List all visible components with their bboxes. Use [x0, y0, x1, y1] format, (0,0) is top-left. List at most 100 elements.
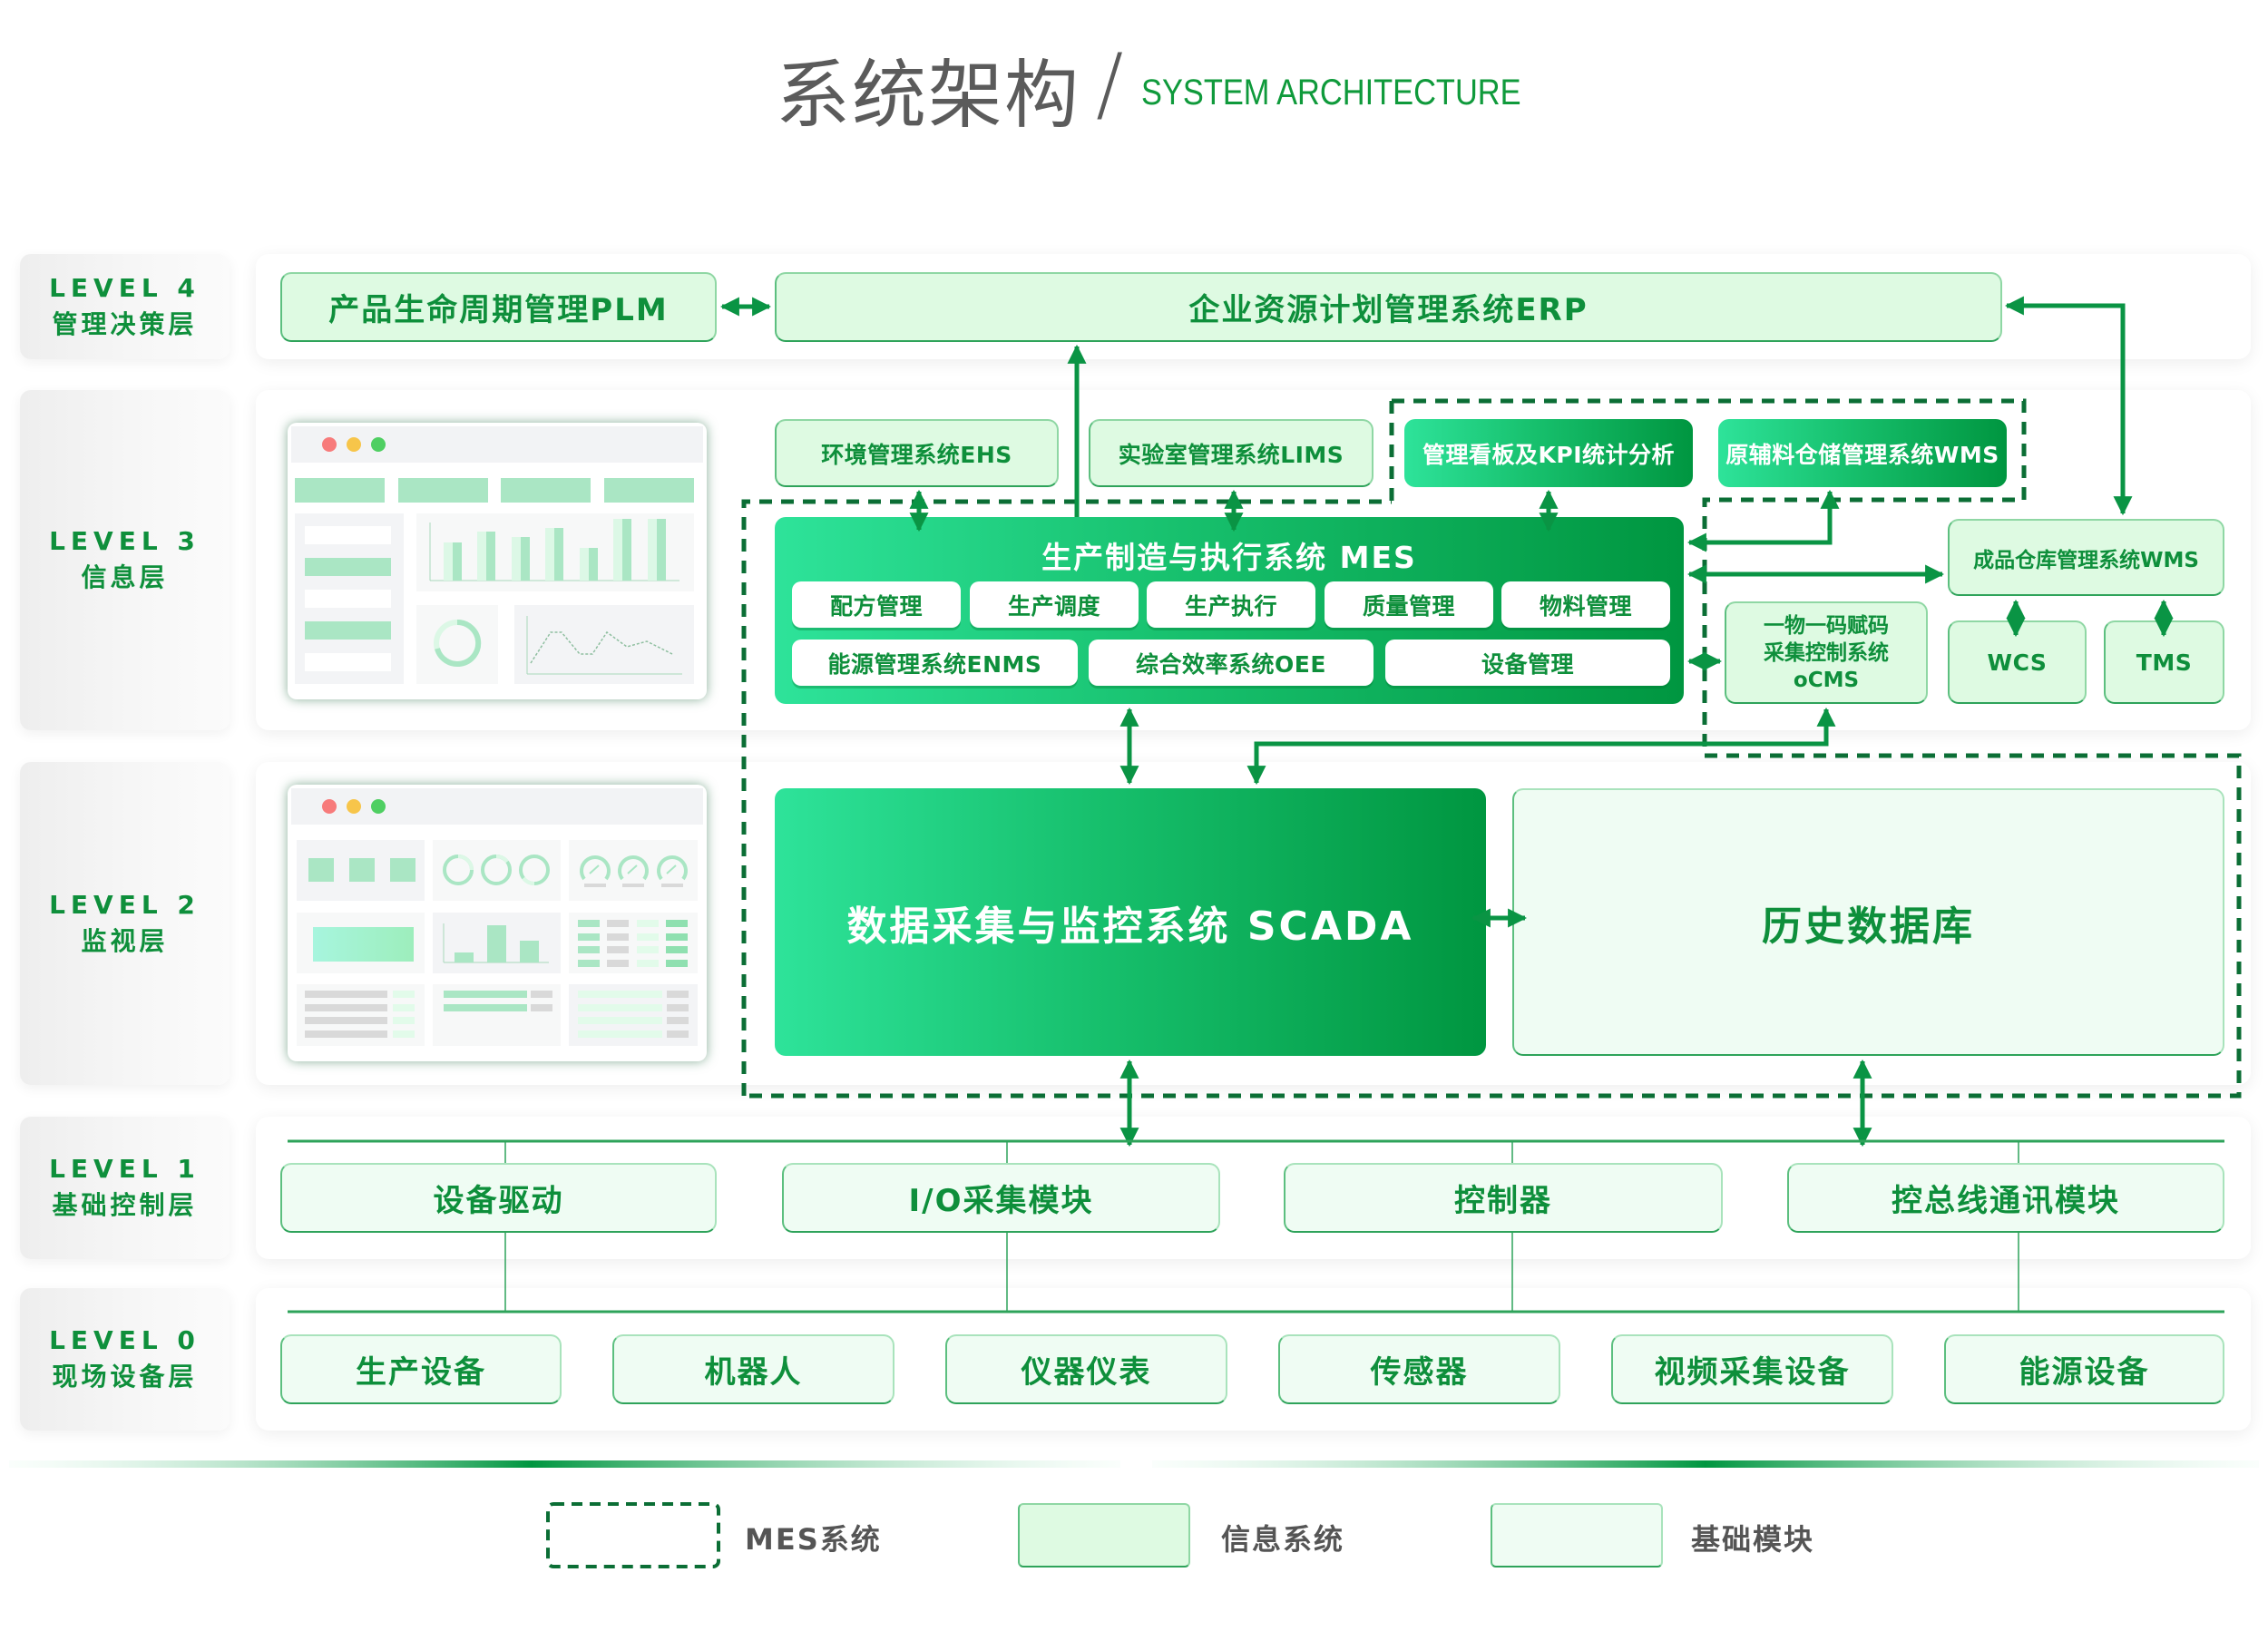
log-list-panel [297, 984, 425, 1046]
level-2-label: LEVEL 2 监视层 [20, 762, 230, 1085]
progress-list-panel [433, 984, 561, 1046]
status-tile [390, 858, 415, 882]
list-row [305, 526, 391, 544]
mes-module-enms[interactable]: 能源管理系统ENMS [792, 640, 1078, 686]
divider-left [9, 1460, 1120, 1468]
kpi-dashboard-box[interactable]: 管理看板及KPI统计分析 [1404, 419, 1693, 487]
ocms-line-3: oCMS [1793, 668, 1860, 692]
l0-instruments[interactable]: 仪器仪表 [945, 1334, 1227, 1404]
lims-box[interactable]: 实验室管理系统LIMS [1089, 419, 1374, 487]
list-row [305, 590, 391, 608]
mes-module-equipment[interactable]: 设备管理 [1385, 640, 1670, 686]
window-maximize-dot [371, 437, 386, 452]
table-panel [569, 913, 698, 973]
mes-module-quality[interactable]: 质量管理 [1325, 581, 1493, 628]
mes-module-scheduling[interactable]: 生产调度 [970, 581, 1139, 628]
legend-mes-swatch [546, 1502, 720, 1568]
level-3-code: LEVEL 3 [49, 526, 200, 556]
bar-chart-panel [416, 513, 694, 591]
kpi-tile [604, 478, 694, 503]
level-0-label: LEVEL 0 现场设备层 [20, 1288, 230, 1431]
summary-list-panel [569, 984, 698, 1046]
level-4-name: 管理决策层 [52, 308, 198, 339]
line-chart-panel [514, 605, 694, 684]
ehs-box[interactable]: 环境管理系统EHS [775, 419, 1059, 487]
summary-list-icon [578, 991, 689, 1038]
level-0-name: 现场设备层 [52, 1362, 198, 1392]
mes-module-recipe[interactable]: 配方管理 [792, 581, 961, 628]
ring-gauges-icon [443, 855, 550, 885]
title-separator: / [1096, 36, 1124, 132]
erp-box[interactable]: 企业资源计划管理系统ERP [775, 272, 2002, 342]
level-1-name: 基础控制层 [52, 1190, 198, 1220]
list-row [305, 621, 391, 640]
progress-list-icon [444, 991, 552, 1011]
mes-module-material[interactable]: 物料管理 [1501, 581, 1670, 628]
bar-chart-icon [429, 519, 679, 581]
window-minimize-dot [347, 437, 361, 452]
legend-base-label: 基础模块 [1691, 1522, 1815, 1557]
level-4-label: LEVEL 4 管理决策层 [20, 254, 230, 359]
ocms-line-1: 一物一码赋码 [1764, 613, 1889, 638]
scada-box[interactable]: 数据采集与监控系统 SCADA [775, 788, 1486, 1056]
l1-io-module[interactable]: I/O采集模块 [782, 1163, 1220, 1233]
mes-module-execution[interactable]: 生产执行 [1147, 581, 1315, 628]
l0-production-equipment[interactable]: 生产设备 [280, 1334, 562, 1404]
window-maximize-dot [371, 799, 386, 814]
log-list-icon [305, 991, 415, 1038]
page-title: 系统架构 [776, 53, 1081, 139]
l0-sensor[interactable]: 传感器 [1278, 1334, 1560, 1404]
monitor-dashboard-illustration [288, 785, 707, 1061]
l1-fieldbus-module[interactable]: 控总线通讯模块 [1787, 1163, 2224, 1233]
level-0-code: LEVEL 0 [49, 1325, 200, 1355]
l0-energy-equipment[interactable]: 能源设备 [1944, 1334, 2224, 1404]
donut-panel [416, 605, 498, 684]
l0-video-capture[interactable]: 视频采集设备 [1611, 1334, 1893, 1404]
level-1-label: LEVEL 1 基础控制层 [20, 1117, 230, 1259]
kpi-tile [295, 478, 385, 503]
finished-goods-wms-box[interactable]: 成品仓库管理系统WMS [1948, 519, 2224, 596]
list-row [305, 558, 391, 576]
status-tile [349, 858, 375, 882]
ocms-box[interactable]: 一物一码赋码 采集控制系统 oCMS [1725, 601, 1928, 704]
level-2-code: LEVEL 2 [49, 889, 200, 920]
dial-gauges-icon [580, 855, 688, 887]
history-database-box[interactable]: 历史数据库 [1512, 788, 2224, 1056]
mini-bar-chart-panel [433, 913, 561, 973]
line-chart-icon [526, 616, 682, 675]
l0-robot[interactable]: 机器人 [612, 1334, 894, 1404]
status-tile [308, 858, 334, 882]
window-close-dot [322, 799, 337, 814]
legend-info-swatch [1018, 1503, 1190, 1568]
kpi-tile [501, 478, 591, 503]
mini-bar-chart-icon [443, 923, 549, 963]
ring-gauges-panel [433, 840, 561, 901]
window-minimize-dot [347, 799, 361, 814]
raw-material-wms-box[interactable]: 原辅料仓储管理系统WMS [1718, 419, 2007, 487]
table-icon [578, 920, 688, 967]
donut-chart-icon [434, 619, 482, 667]
wcs-box[interactable]: WCS [1948, 620, 2087, 704]
tms-box[interactable]: TMS [2104, 620, 2224, 704]
mes-title: 生产制造与执行系统 MES [1041, 540, 1417, 575]
list-row [305, 653, 391, 671]
legend-base-swatch [1491, 1503, 1663, 1568]
legend-mes-label: MES系统 [745, 1522, 882, 1557]
kpi-tile [398, 478, 488, 503]
level-4-code: LEVEL 4 [49, 272, 200, 303]
level-3-name: 信息层 [81, 562, 169, 592]
legend-info-label: 信息系统 [1221, 1522, 1345, 1557]
dial-gauges-panel [569, 840, 698, 901]
page-subtitle: SYSTEM ARCHITECTURE [1141, 73, 1521, 112]
l1-device-driver[interactable]: 设备驱动 [280, 1163, 717, 1233]
ocms-line-2: 采集控制系统 [1764, 640, 1889, 665]
plm-box[interactable]: 产品生命周期管理PLM [280, 272, 717, 342]
info-dashboard-illustration [288, 423, 707, 699]
divider-right [1152, 1460, 2259, 1468]
level-2-name: 监视层 [81, 925, 169, 956]
level-1-code: LEVEL 1 [49, 1154, 200, 1184]
window-close-dot [322, 437, 337, 452]
l1-controller[interactable]: 控制器 [1284, 1163, 1723, 1233]
level-3-label: LEVEL 3 信息层 [20, 390, 230, 730]
mes-module-oee[interactable]: 综合效率系统OEE [1089, 640, 1374, 686]
